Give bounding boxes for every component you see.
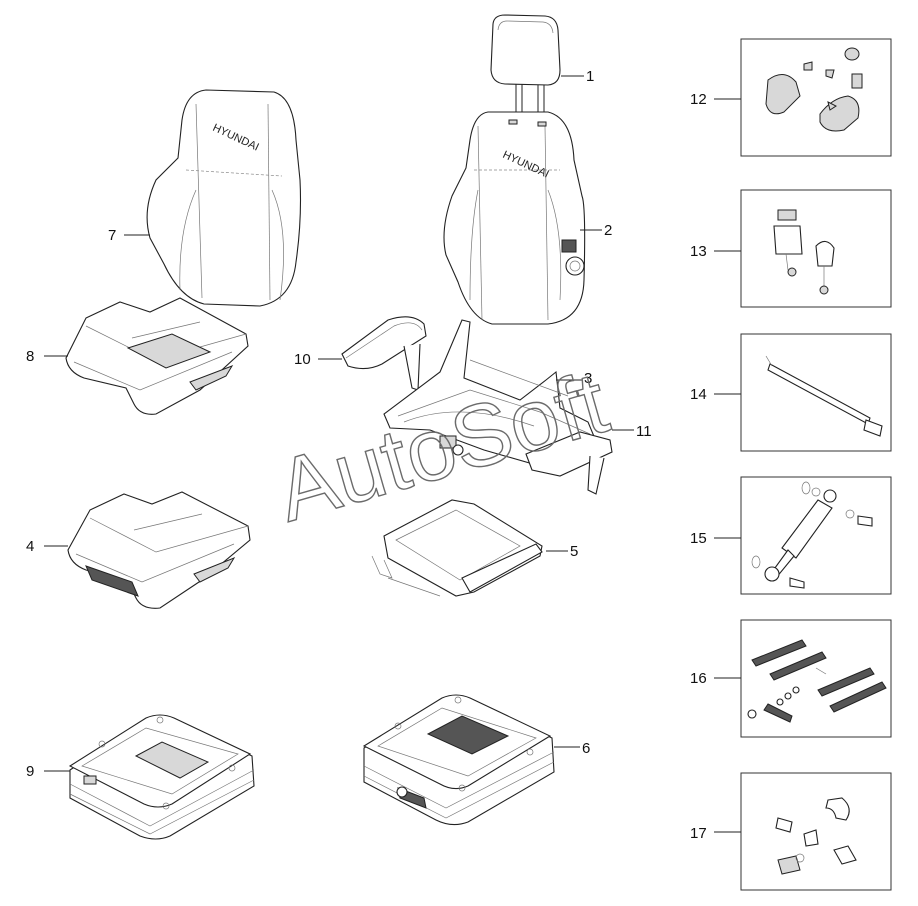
callout-14: 14 bbox=[690, 386, 707, 403]
kit-14-parts bbox=[765, 355, 883, 437]
part-7-backrest-cover[interactable]: HYUNDAI bbox=[146, 89, 302, 307]
part-5-slide-rail[interactable] bbox=[371, 499, 543, 597]
callout-4: 4 bbox=[26, 538, 34, 555]
callout-11: 11 bbox=[636, 423, 652, 440]
part-10-armrest[interactable] bbox=[341, 316, 427, 391]
kit-17-parts bbox=[775, 797, 857, 875]
part-9-suspension-base[interactable] bbox=[68, 714, 255, 840]
callout-16: 16 bbox=[690, 670, 707, 687]
callout-3: 3 bbox=[584, 370, 592, 387]
callout-5: 5 bbox=[570, 543, 578, 560]
kit-12-parts bbox=[765, 47, 863, 132]
part-8-seat-cushion-cover[interactable] bbox=[65, 297, 249, 415]
kit-13-parts bbox=[773, 209, 835, 295]
callout-9: 9 bbox=[26, 763, 34, 780]
kit-12-box[interactable] bbox=[740, 38, 892, 157]
kit-15-parts bbox=[751, 481, 873, 589]
callout-15: 15 bbox=[690, 530, 707, 547]
kit-15-box[interactable] bbox=[740, 476, 892, 595]
callout-2: 2 bbox=[604, 222, 612, 239]
part-6-suspension-assembly[interactable] bbox=[362, 694, 555, 826]
part-2-backrest[interactable]: HYUNDAI bbox=[443, 111, 586, 325]
callout-17: 17 bbox=[690, 825, 707, 842]
part-3-seat-frame[interactable] bbox=[383, 319, 613, 495]
part-4-seat-cushion[interactable] bbox=[67, 491, 251, 609]
kit-16-box[interactable] bbox=[740, 619, 892, 738]
callout-6: 6 bbox=[582, 740, 590, 757]
callout-13: 13 bbox=[690, 243, 707, 260]
callout-7: 7 bbox=[108, 227, 116, 244]
part-1-headrest[interactable] bbox=[490, 14, 561, 116]
callout-1: 1 bbox=[586, 68, 594, 85]
kit-16-parts bbox=[747, 639, 887, 723]
callout-8: 8 bbox=[26, 348, 34, 365]
callout-12: 12 bbox=[690, 91, 707, 108]
callout-10: 10 bbox=[294, 351, 311, 368]
